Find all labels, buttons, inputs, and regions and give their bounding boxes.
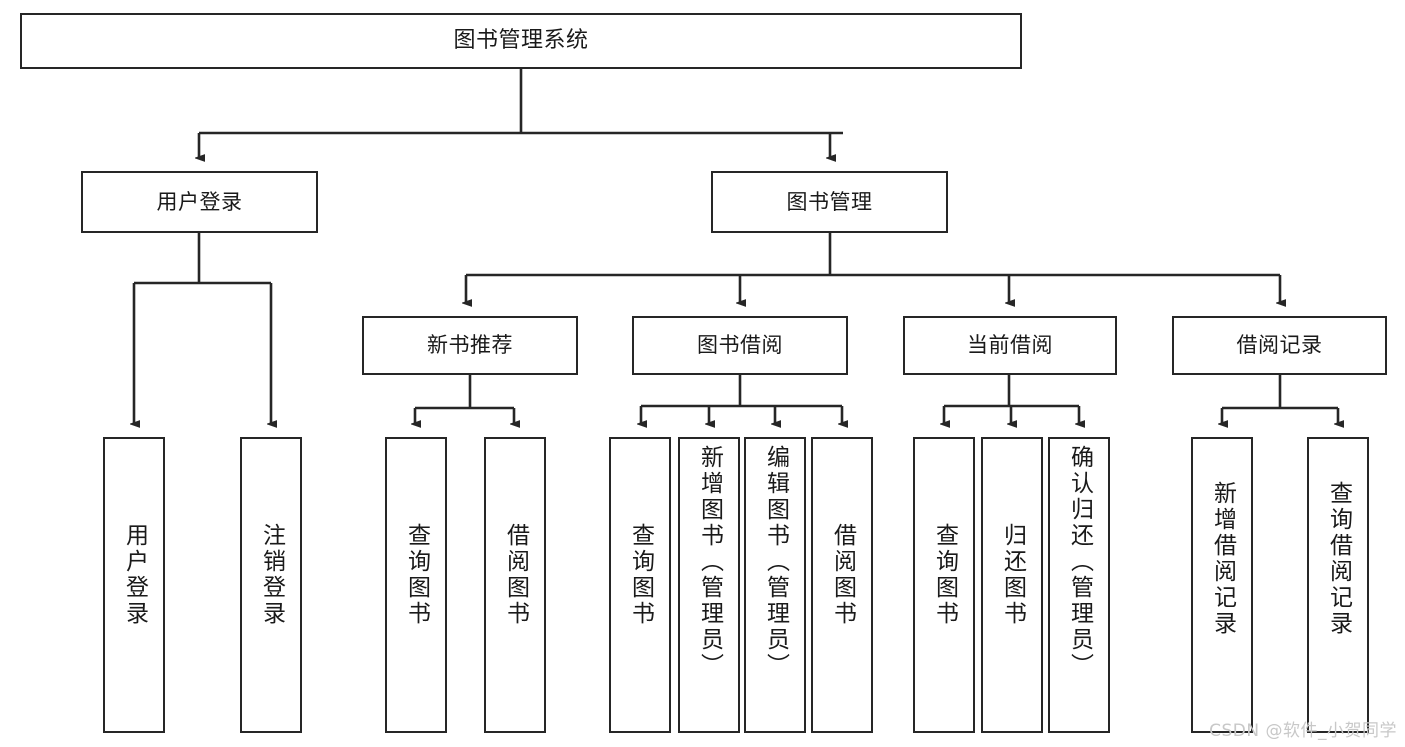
node-label: 注销登录 [258,523,285,627]
node-label: 查询图书 [931,523,958,627]
node-book-borrowing[interactable]: 图书借阅 [632,316,848,375]
node-current-borrowing[interactable]: 当前借阅 [903,316,1117,375]
node-label: 查询图书 [627,523,654,627]
node-label: 编辑图书（管理员） [762,445,789,679]
leaf-add-borrow-record[interactable]: 新增借阅记录 [1191,437,1253,733]
node-label: 归还图书 [999,523,1026,627]
leaf-return-book[interactable]: 归还图书 [981,437,1043,733]
node-label: 新增图书（管理员） [696,445,723,679]
leaf-edit-book-admin[interactable]: 编辑图书（管理员） [744,437,806,733]
node-new-book-recommendation[interactable]: 新书推荐 [362,316,578,375]
node-label: 图书管理系统 [453,28,589,54]
node-root-system[interactable]: 图书管理系统 [20,13,1022,69]
node-label: 用户登录 [156,189,243,214]
node-label: 借阅图书 [829,523,856,627]
node-label: 当前借阅 [967,333,1053,358]
node-label: 新书推荐 [427,333,513,358]
leaf-query-book-current[interactable]: 查询图书 [913,437,975,733]
node-book-management[interactable]: 图书管理 [711,171,948,233]
node-label: 图书借阅 [697,333,783,358]
node-label: 新增借阅记录 [1209,481,1236,637]
leaf-user-login[interactable]: 用户登录 [103,437,165,733]
csdn-watermark: CSDN @软件_小贺同学 [1209,721,1397,741]
node-borrow-records[interactable]: 借阅记录 [1172,316,1387,375]
node-label: 查询图书 [403,523,430,627]
leaf-add-book-admin[interactable]: 新增图书（管理员） [678,437,740,733]
node-label: 图书管理 [786,189,873,214]
leaf-confirm-return-admin[interactable]: 确认归还（管理员） [1048,437,1110,733]
node-label: 查询借阅记录 [1325,481,1352,637]
node-label: 确认归还（管理员） [1066,445,1093,679]
leaf-borrow-book-borrowing[interactable]: 借阅图书 [811,437,873,733]
leaf-logout[interactable]: 注销登录 [240,437,302,733]
leaf-query-book-recommendation[interactable]: 查询图书 [385,437,447,733]
node-label: 用户登录 [121,523,148,627]
node-label: 借阅记录 [1236,333,1323,358]
leaf-query-book-borrowing[interactable]: 查询图书 [609,437,671,733]
node-user-login[interactable]: 用户登录 [81,171,318,233]
leaf-borrow-book-recommendation[interactable]: 借阅图书 [484,437,546,733]
leaf-query-borrow-record[interactable]: 查询借阅记录 [1307,437,1369,733]
node-label: 借阅图书 [502,523,529,627]
